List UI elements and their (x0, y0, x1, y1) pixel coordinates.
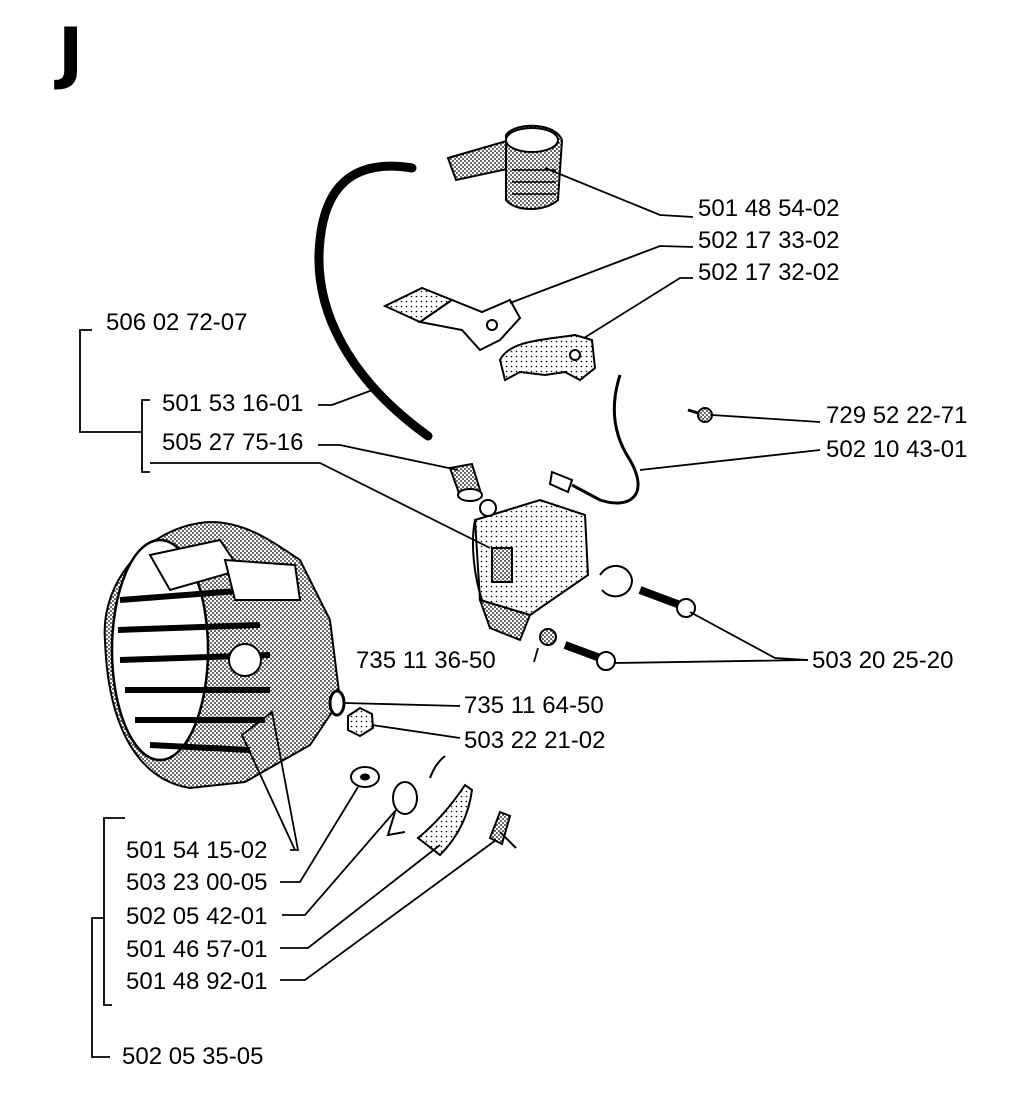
ignition-lead-illustration (314, 161, 433, 441)
section-letter: J (58, 14, 84, 93)
spark-plug-cap-illustration (446, 124, 564, 210)
part-735-11-64-50: 735 11 64-50 (464, 692, 604, 719)
bracket-501-53-16-01-group (141, 399, 150, 473)
leader-503-20-25-20-a (689, 611, 809, 661)
part-502-10-43-01: 502 10 43-01 (826, 436, 967, 463)
flywheel-illustration (103, 520, 342, 790)
part-502-17-33-02: 502 17 33-02 (698, 227, 839, 254)
leader-502-17-32-02 (583, 277, 693, 339)
pawl-illustration (416, 783, 474, 857)
leader-503-23-00-05 (280, 786, 359, 883)
washer-735-36-illustration (539, 628, 557, 646)
screw-729-illustration (687, 407, 713, 423)
part-729-52-22-71: 729 52 22-71 (826, 402, 967, 429)
part-505-27-75-16: 505 27 75-16 (162, 429, 303, 456)
part-503-20-25-20: 503 20 25-20 (812, 647, 953, 674)
part-501-53-16-01: 501 53 16-01 (162, 390, 303, 417)
leader-lines (79, 167, 821, 1058)
bracket-506-02-72-07 (79, 329, 142, 433)
part-503-22-21-02: 503 22 21-02 (464, 727, 605, 754)
switch-illustration (498, 333, 597, 382)
leader-729-52-22-71 (711, 414, 821, 423)
terminal-illustration (448, 462, 483, 502)
leader-501-54-15-02 (240, 710, 300, 851)
bracket-502-05-35-05 (91, 917, 110, 1058)
part-501-48-92-01: 501 48 92-01 (126, 968, 267, 995)
part-735-11-36-50: 735 11 36-50 (356, 647, 496, 674)
part-506-02-72-07: 506 02 72-07 (106, 309, 247, 336)
leader-505-27-75-16 (318, 444, 459, 471)
ignition-module-illustration (471, 498, 634, 642)
leader-502-17-33-02 (509, 245, 694, 304)
nut-illustration (347, 706, 375, 738)
leader-502-05-42-01 (282, 809, 397, 916)
pin-illustration (488, 810, 517, 849)
short-circuit-bracket-illustration (382, 286, 522, 352)
short-circuit-cable-illustration (571, 374, 640, 505)
bracket-505-to-module (150, 462, 491, 549)
part-502-05-35-05: 502 05 35-05 (122, 1043, 263, 1070)
leader-501-53-16-01 (318, 387, 379, 406)
leader-501-48-92-01 (280, 839, 497, 981)
part-503-23-00-05: 503 23 00-05 (126, 869, 267, 896)
leader-735-11-64-50 (344, 702, 461, 707)
leader-503-22-21-02 (371, 724, 461, 739)
bracket-501-54-15-02-group (103, 817, 125, 1006)
spring-illustration (386, 755, 446, 837)
part-labels: 501 48 54-02 502 17 33-02 502 17 32-02 5… (106, 195, 967, 1070)
part-502-17-32-02: 502 17 32-02 (698, 259, 839, 286)
part-501-48-54-02: 501 48 54-02 (698, 195, 839, 222)
part-501-46-57-01: 501 46 57-01 (126, 936, 267, 963)
part-501-54-15-02: 501 54 15-02 (126, 837, 267, 864)
leader-502-10-43-01 (639, 449, 821, 471)
leader-501-48-54-02 (544, 167, 694, 218)
spring-washer-illustration (328, 689, 346, 717)
module-screws-illustration (563, 586, 696, 671)
leader-501-46-57-01 (280, 844, 441, 949)
leader-503-20-25-20-b (614, 659, 809, 664)
part-502-05-42-01: 502 05 42-01 (126, 903, 267, 930)
leader-735-11-36-50 (533, 647, 539, 663)
